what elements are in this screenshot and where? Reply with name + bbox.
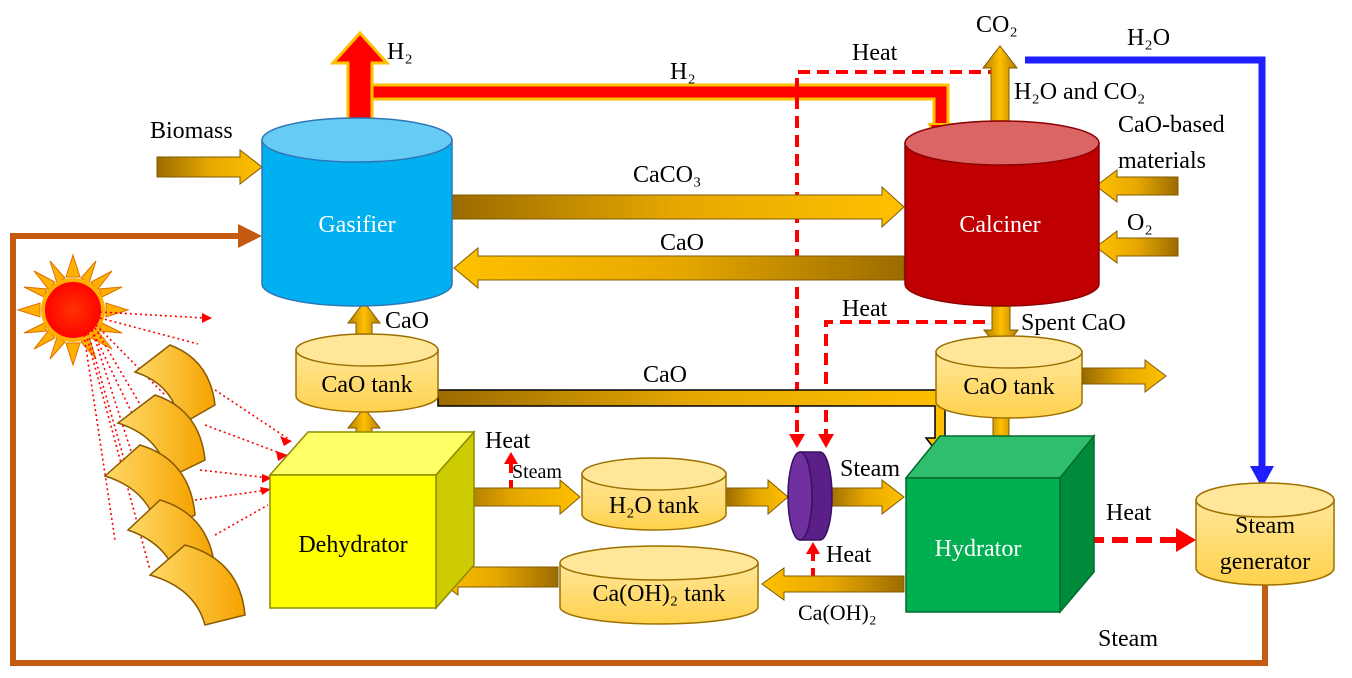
sun-rays <box>83 311 206 571</box>
co2-label: CO₂ <box>976 12 1018 38</box>
cao-based-arrow <box>1095 168 1179 204</box>
h2o-blue-line <box>1025 56 1274 488</box>
hydrator-to-caoh2-tank-arrow <box>761 567 905 601</box>
caoh2-tank-label: Ca(OH)₂ tank <box>593 581 726 607</box>
spent-tank-out-arrow <box>1082 358 1167 394</box>
sun-icon <box>16 253 130 367</box>
o2-label: O₂ <box>1127 210 1153 236</box>
heat-hydrator-label: Heat <box>1106 500 1152 526</box>
caoh2-tank <box>559 545 759 625</box>
steam-generator-label-2: generator <box>1220 549 1311 575</box>
hydrator-unit <box>904 433 1096 615</box>
calciner-vessel <box>904 120 1100 307</box>
hydrator-label: Hydrator <box>935 536 1022 562</box>
cao-return-arrow <box>453 246 905 290</box>
cao-up-label: CaO <box>385 308 429 334</box>
steam-bottom-label: Steam <box>1098 626 1158 652</box>
steam-loop-line <box>10 224 1268 666</box>
separator-disk <box>787 451 833 541</box>
heat-top-label: Heat <box>852 40 898 66</box>
heat-separator-label: Heat <box>826 542 872 568</box>
heat-dehydrator-label: Heat <box>485 428 531 454</box>
separator-to-hydrator-arrow <box>827 478 905 516</box>
steam-generator-label-1: Steam <box>1235 513 1295 539</box>
hydrator-heat-arrow <box>1088 528 1196 552</box>
solar-mirrors <box>103 344 246 626</box>
h2-top-label: H₂ <box>387 39 413 65</box>
h2o-and-co2-label: H₂O and CO₂ <box>1014 79 1145 105</box>
cao-tank-left <box>295 333 439 413</box>
dehydrator-label: Dehydrator <box>298 532 407 558</box>
cao-based-label-2: materials <box>1118 148 1206 174</box>
cao-based-label-1: CaO-based <box>1118 112 1225 138</box>
cao-tank-left-label: CaO tank <box>321 372 412 398</box>
steam-small-label: Steam <box>512 461 562 483</box>
caco3-label: CaCO₃ <box>633 162 701 188</box>
o2-arrow <box>1095 229 1179 265</box>
biomass-label: Biomass <box>150 118 233 144</box>
h2-line-label: H₂ <box>670 59 696 85</box>
biomass-arrow <box>156 148 263 186</box>
cao-line-label: CaO <box>643 362 687 388</box>
cao-tank-right <box>935 335 1083 419</box>
mirror-reflect-rays <box>194 389 291 536</box>
heat-mid-label: Heat <box>842 296 888 322</box>
caoh2-flow-label: Ca(OH)₂ <box>798 600 877 625</box>
gasifier-vessel <box>261 117 453 307</box>
gasifier-label: Gasifier <box>318 212 395 238</box>
dehydrator-unit <box>268 430 476 610</box>
steam-generator-vessel <box>1195 482 1335 586</box>
h2o-top-label: H₂O <box>1127 25 1170 51</box>
calciner-label: Calciner <box>959 212 1040 238</box>
h2o-tank-label: H₂O tank <box>609 493 699 519</box>
cao-return-label: CaO <box>660 230 704 256</box>
h2o-tank-to-separator-arrow <box>725 478 789 516</box>
cao-tank-right-label: CaO tank <box>963 374 1054 400</box>
h2o-tank <box>581 457 727 531</box>
caco3-arrow <box>451 185 905 229</box>
spent-cao-label: Spent CaO <box>1021 310 1126 336</box>
steam-to-hydrator-label: Steam <box>840 456 900 482</box>
